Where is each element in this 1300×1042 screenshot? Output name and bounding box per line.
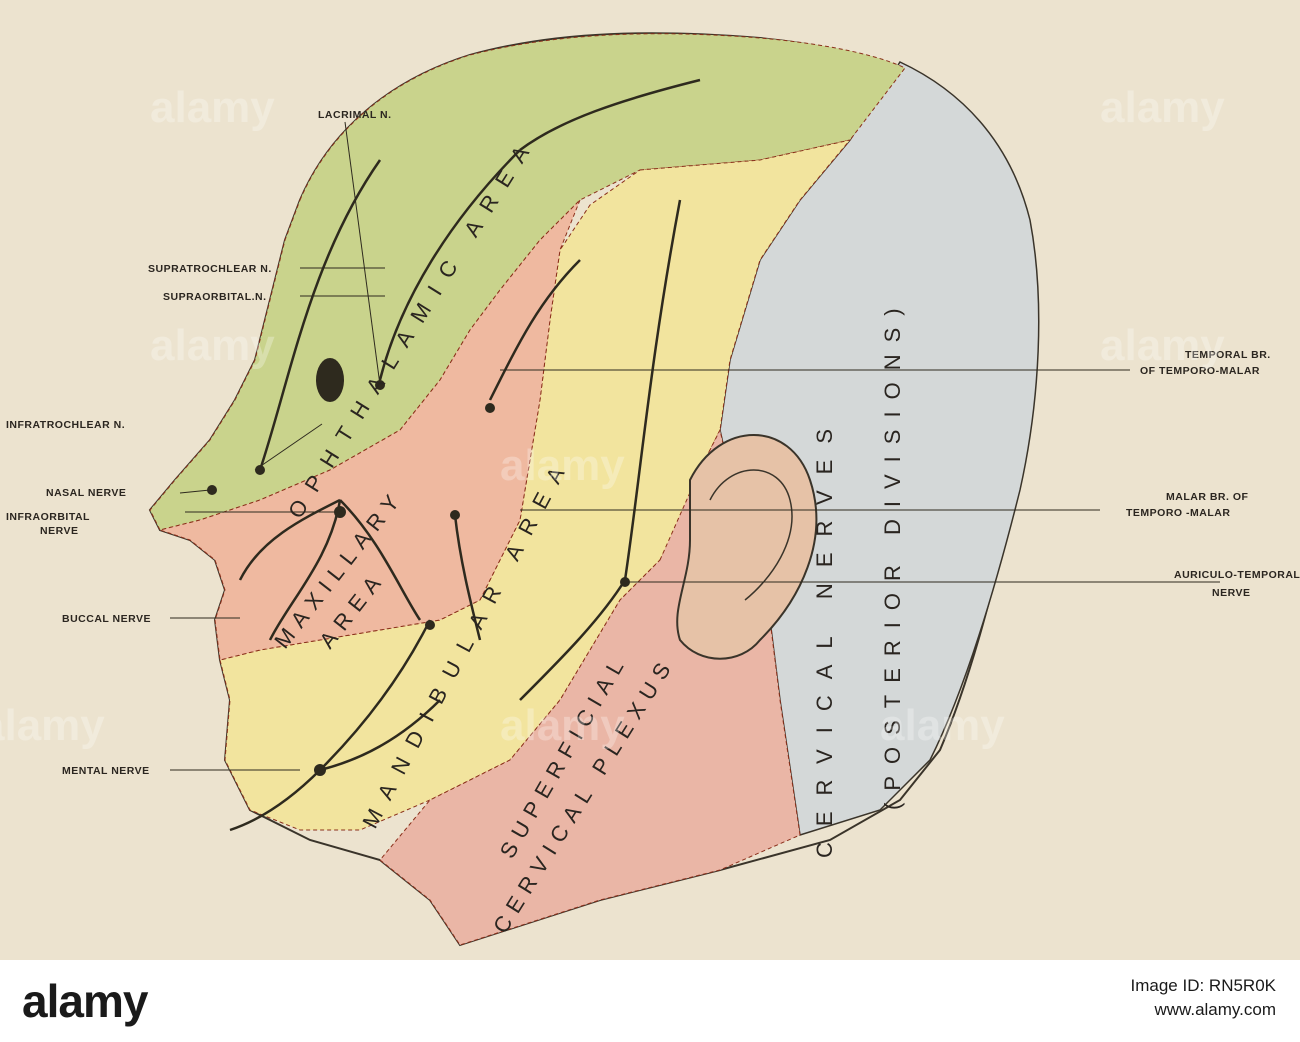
region-ophthalmic	[149, 33, 906, 531]
label-nasal: NASAL NERVE	[46, 487, 126, 499]
label-infraorbital-2: NERVE	[40, 525, 79, 537]
label-malar-2: TEMPORO -MALAR	[1126, 507, 1230, 519]
watermark: alamy	[150, 83, 275, 132]
label-malar-1: MALAR BR. OF	[1166, 491, 1248, 503]
label-auriculo-2: NERVE	[1212, 587, 1251, 599]
ear-inner	[709, 469, 793, 601]
label-buccal: BUCCAL NERVE	[62, 613, 151, 625]
label-temporal-2: OF TEMPORO-MALAR	[1140, 365, 1260, 377]
label-infratrochlear: INFRATROCHLEAR N.	[6, 419, 125, 431]
footer-logo[interactable]: alamy	[22, 975, 148, 1027]
anatomical-plate: LACRIMAL N. SUPRATROCHLEAR N. SUPRAORBIT…	[0, 32, 1300, 947]
label-mental: MENTAL NERVE	[62, 765, 150, 777]
area-cervical-2: (POSTERIOR DIVISIONS)	[880, 296, 905, 810]
nerve-branches	[229, 78, 701, 832]
label-infraorbital-1: INFRAORBITAL	[6, 511, 90, 523]
leader-lines	[170, 121, 1220, 771]
label-auriculo-1: AURICULO-TEMPORAL	[1174, 569, 1300, 581]
footer-bar: alamy Image ID: RN5R0K www.alamy.com	[0, 960, 1300, 1042]
ear	[676, 434, 818, 660]
watermark: alamy	[880, 701, 1005, 750]
label-temporal-1: TEMPORAL BR.	[1185, 349, 1271, 361]
region-cervical-nerves	[719, 61, 1040, 836]
label-lacrimal: LACRIMAL N.	[318, 109, 392, 121]
head-nerve-diagram: LACRIMAL N. SUPRATROCHLEAR N. SUPRAORBIT…	[0, 32, 1300, 947]
nerve-foramina	[207, 380, 630, 776]
watermark: alamy	[0, 701, 105, 750]
site-url-link[interactable]: www.alamy.com	[1154, 1000, 1276, 1019]
label-supraorbital: SUPRAORBITAL.N.	[163, 291, 267, 303]
watermark: alamy	[1100, 321, 1225, 370]
watermark: alamy	[500, 701, 625, 750]
footer-meta: Image ID: RN5R0K www.alamy.com	[1131, 976, 1277, 1020]
watermark: alamy	[1100, 83, 1225, 132]
image-id-text: Image ID: RN5R0K	[1130, 976, 1277, 995]
watermark: alamy	[500, 441, 625, 490]
region-maxillary	[158, 199, 581, 661]
watermark: alamy	[150, 321, 275, 370]
area-cervical-1: CERVICAL NERVES	[812, 413, 837, 858]
label-supratrochlear: SUPRATROCHLEAR N.	[148, 263, 272, 275]
eye	[316, 358, 344, 402]
